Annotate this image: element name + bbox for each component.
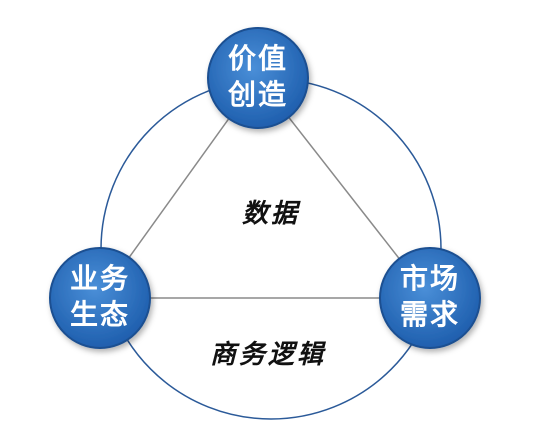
node-left-line2: 生态 — [70, 298, 130, 331]
node-top — [207, 27, 309, 129]
node-left — [49, 247, 151, 349]
node-left-circle — [49, 247, 151, 349]
node-right-line2: 需求 — [400, 298, 460, 331]
node-left-line1: 业务 — [70, 262, 130, 295]
node-top-line2: 创造 — [227, 78, 288, 111]
node-right-circle — [379, 247, 481, 349]
node-top-circle — [207, 27, 309, 129]
bottom-label: 商务逻辑 — [210, 340, 327, 370]
node-right — [379, 247, 481, 349]
node-top-line1: 价值 — [228, 42, 288, 75]
node-right-line1: 市场 — [400, 262, 460, 295]
center-label: 数据 — [242, 199, 301, 229]
